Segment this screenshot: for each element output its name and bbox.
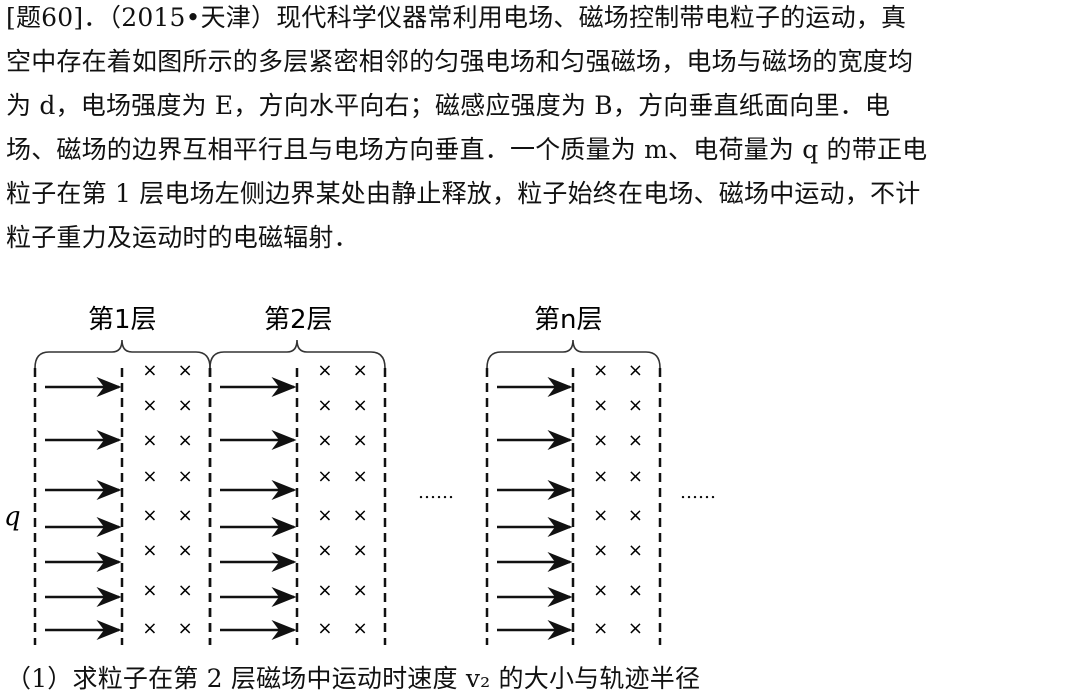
magnetic-field-cross-icon: ×	[593, 618, 608, 639]
problem-line: 为 d，电场强度为 E，方向水平向右；磁感应强度为 B，方向垂直纸面向里．电	[6, 91, 891, 120]
magnetic-field-cross-icon: ×	[353, 360, 368, 381]
magnetic-field-cross-icon: ×	[593, 580, 608, 601]
magnetic-field-cross-icon: ×	[178, 540, 193, 561]
magnetic-field-cross-icon: ×	[628, 395, 643, 416]
magnetic-field-cross-icon: ×	[628, 466, 643, 487]
magnetic-field-cross-icon: ×	[353, 466, 368, 487]
magnetic-field-cross-icon: ×	[317, 360, 332, 381]
layer-n-label: 第n层	[534, 305, 602, 335]
magnetic-field-cross-icon: ×	[353, 540, 368, 561]
magnetic-field-cross-icon: ×	[628, 580, 643, 601]
magnetic-field-cross-icon: ×	[317, 430, 332, 451]
magnetic-field-cross-icon: ×	[317, 540, 332, 561]
charge-label: q	[4, 502, 21, 532]
ellipsis: ……	[680, 482, 716, 503]
layer-brace	[34, 339, 211, 369]
magnetic-field-cross-icon: ×	[142, 395, 157, 416]
magnetic-field-cross-icon: ×	[353, 395, 368, 416]
problem-line: 粒子在第 1 层电场左侧边界某处由静止释放，粒子始终在电场、磁场中运动，不计	[6, 179, 921, 208]
problem-line: 粒子重力及运动时的电磁辐射．	[6, 223, 359, 252]
magnetic-field-cross-icon: ×	[178, 395, 193, 416]
question-1: （1）求粒子在第 2 层磁场中运动时速度 v₂ 的大小与轨迹半径	[6, 664, 701, 693]
magnetic-field-cross-icon: ×	[178, 505, 193, 526]
layer-brace	[209, 339, 386, 369]
magnetic-field-cross-icon: ×	[317, 505, 332, 526]
magnetic-field-cross-icon: ×	[628, 540, 643, 561]
magnetic-field-cross-icon: ×	[142, 540, 157, 561]
magnetic-field-cross-icon: ×	[317, 618, 332, 639]
magnetic-field-cross-icon: ×	[142, 430, 157, 451]
magnetic-field-cross-icon: ×	[178, 430, 193, 451]
magnetic-field-cross-icon: ×	[628, 505, 643, 526]
magnetic-field-cross-icon: ×	[178, 466, 193, 487]
magnetic-field-cross-icon: ×	[628, 360, 643, 381]
magnetic-field-cross-icon: ×	[178, 580, 193, 601]
magnetic-field-cross-icon: ×	[628, 618, 643, 639]
magnetic-field-cross-icon: ×	[317, 580, 332, 601]
layer-brace	[486, 339, 661, 369]
problem-line: 场、磁场的边界互相平行且与电场方向垂直．一个质量为 m、电荷量为 q 的带正电	[6, 135, 928, 164]
layer-1-label: 第1层	[88, 305, 157, 335]
magnetic-field-cross-icon: ×	[317, 466, 332, 487]
magnetic-field-cross-icon: ×	[353, 580, 368, 601]
problem-line: 空中存在着如图所示的多层紧密相邻的匀强电场和匀强磁场，电场与磁场的宽度均	[6, 47, 914, 76]
magnetic-field-cross-icon: ×	[178, 618, 193, 639]
magnetic-field-cross-icon: ×	[353, 618, 368, 639]
magnetic-field-cross-icon: ×	[142, 360, 157, 381]
magnetic-field-cross-icon: ×	[593, 505, 608, 526]
magnetic-field-cross-icon: ×	[593, 430, 608, 451]
magnetic-field-cross-icon: ×	[353, 505, 368, 526]
magnetic-field-cross-icon: ×	[142, 618, 157, 639]
magnetic-field-cross-icon: ×	[142, 505, 157, 526]
field-layers-diagram: 第1层 第2层 第n层 q …… …… × × × × × × × × × × × × × × × × × × × ×…	[4, 305, 716, 645]
magnetic-field-cross-icon: ×	[353, 430, 368, 451]
ellipsis: ……	[418, 482, 454, 503]
magnetic-field-cross-icon: ×	[178, 360, 193, 381]
magnetic-field-cross-icon: ×	[142, 580, 157, 601]
magnetic-field-cross-icon: ×	[593, 466, 608, 487]
problem-line: [题60]．（2015•天津）现代科学仪器常利用电场、磁场控制带电粒子的运动，真	[6, 3, 907, 32]
magnetic-field-cross-icon: ×	[317, 395, 332, 416]
layer-2-label: 第2层	[264, 305, 333, 335]
magnetic-field-cross-icon: ×	[628, 430, 643, 451]
magnetic-field-cross-icon: ×	[142, 466, 157, 487]
magnetic-field-cross-icon: ×	[593, 540, 608, 561]
magnetic-field-cross-icon: ×	[593, 360, 608, 381]
magnetic-field-cross-icon: ×	[593, 395, 608, 416]
